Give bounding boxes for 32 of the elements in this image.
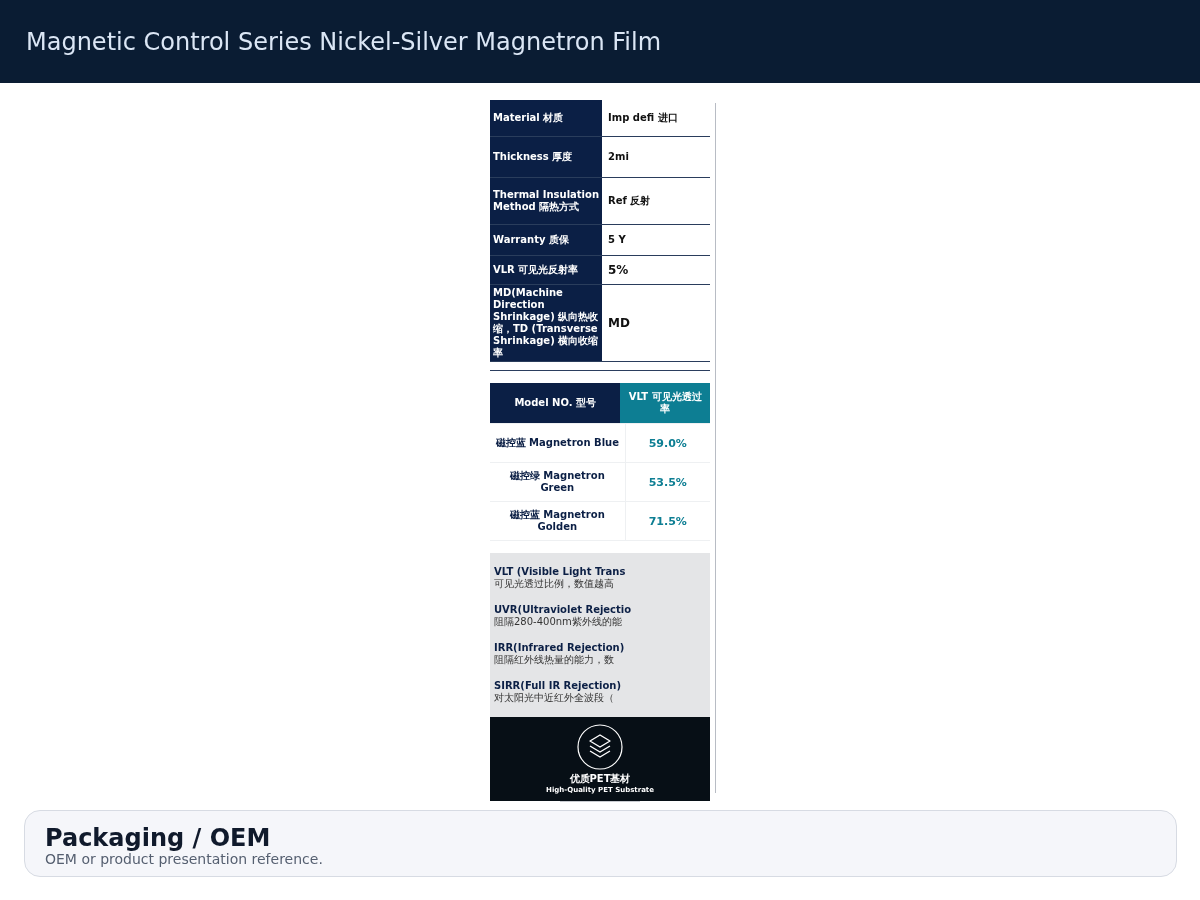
spec-value: 5% — [607, 262, 630, 279]
column-header: Model NO. 型号 — [490, 383, 621, 423]
card-subtitle: OEM or product presentation reference. — [45, 851, 324, 867]
definition-heading: UVR(Ultraviolet Rejectio — [494, 603, 633, 615]
definition-heading: IRR(Infrared Rejection) — [494, 641, 626, 653]
card-title: Packaging / OEM — [45, 825, 272, 851]
definition-heading: SIRR(Full IR Rejection) — [494, 679, 622, 691]
badge-title: 优质PET基材 — [569, 772, 631, 786]
definition-heading: VLT (Visible Light Trans — [494, 565, 627, 577]
model-name: 磁控绿 Magnetron Green — [490, 463, 626, 501]
spec-value: 2mi — [607, 150, 630, 164]
page-title: Magnetic Control Series Nickel-Silver Magnetron Film — [26, 27, 661, 56]
column-header: VLT 可见光透过率 — [620, 383, 710, 423]
model-name: 磁控蓝 Magnetron Golden — [490, 502, 626, 540]
definition-text: 对太阳光中近红外全波段（ — [494, 691, 615, 705]
model-name: 磁控蓝 Magnetron Blue — [490, 424, 626, 462]
row-header: Warranty 质保 — [490, 225, 602, 255]
vlt-value: 59.0% — [647, 435, 688, 452]
definition-text: 可见光透过比例，数值越高 — [494, 577, 615, 591]
row-header: Thickness 厚度 — [490, 137, 602, 177]
row-header: MD(Machine Direction Shrinkage) 纵向热收缩，TD (Transverse Shrinkage) 横向收缩率 — [490, 285, 602, 361]
spec-value: MD — [607, 315, 631, 332]
definition-text: 阻隔红外线热量的能力，数 — [494, 653, 615, 667]
row-header: Material 材质 — [490, 100, 602, 136]
definition-text: 阻隔280-400nm紫外线的能 — [494, 615, 623, 629]
row-header: VLR 可见光反射率 — [490, 256, 602, 284]
spec-value: Imp defi 进口 — [607, 111, 679, 125]
spec-value: 5 Y — [607, 233, 627, 247]
vlt-value: 71.5% — [647, 513, 688, 530]
spec-value: Ref 反射 — [607, 194, 652, 208]
row-header: Thermal Insulation Method 隔热方式 — [490, 178, 602, 224]
vlt-value: 53.5% — [647, 474, 688, 491]
